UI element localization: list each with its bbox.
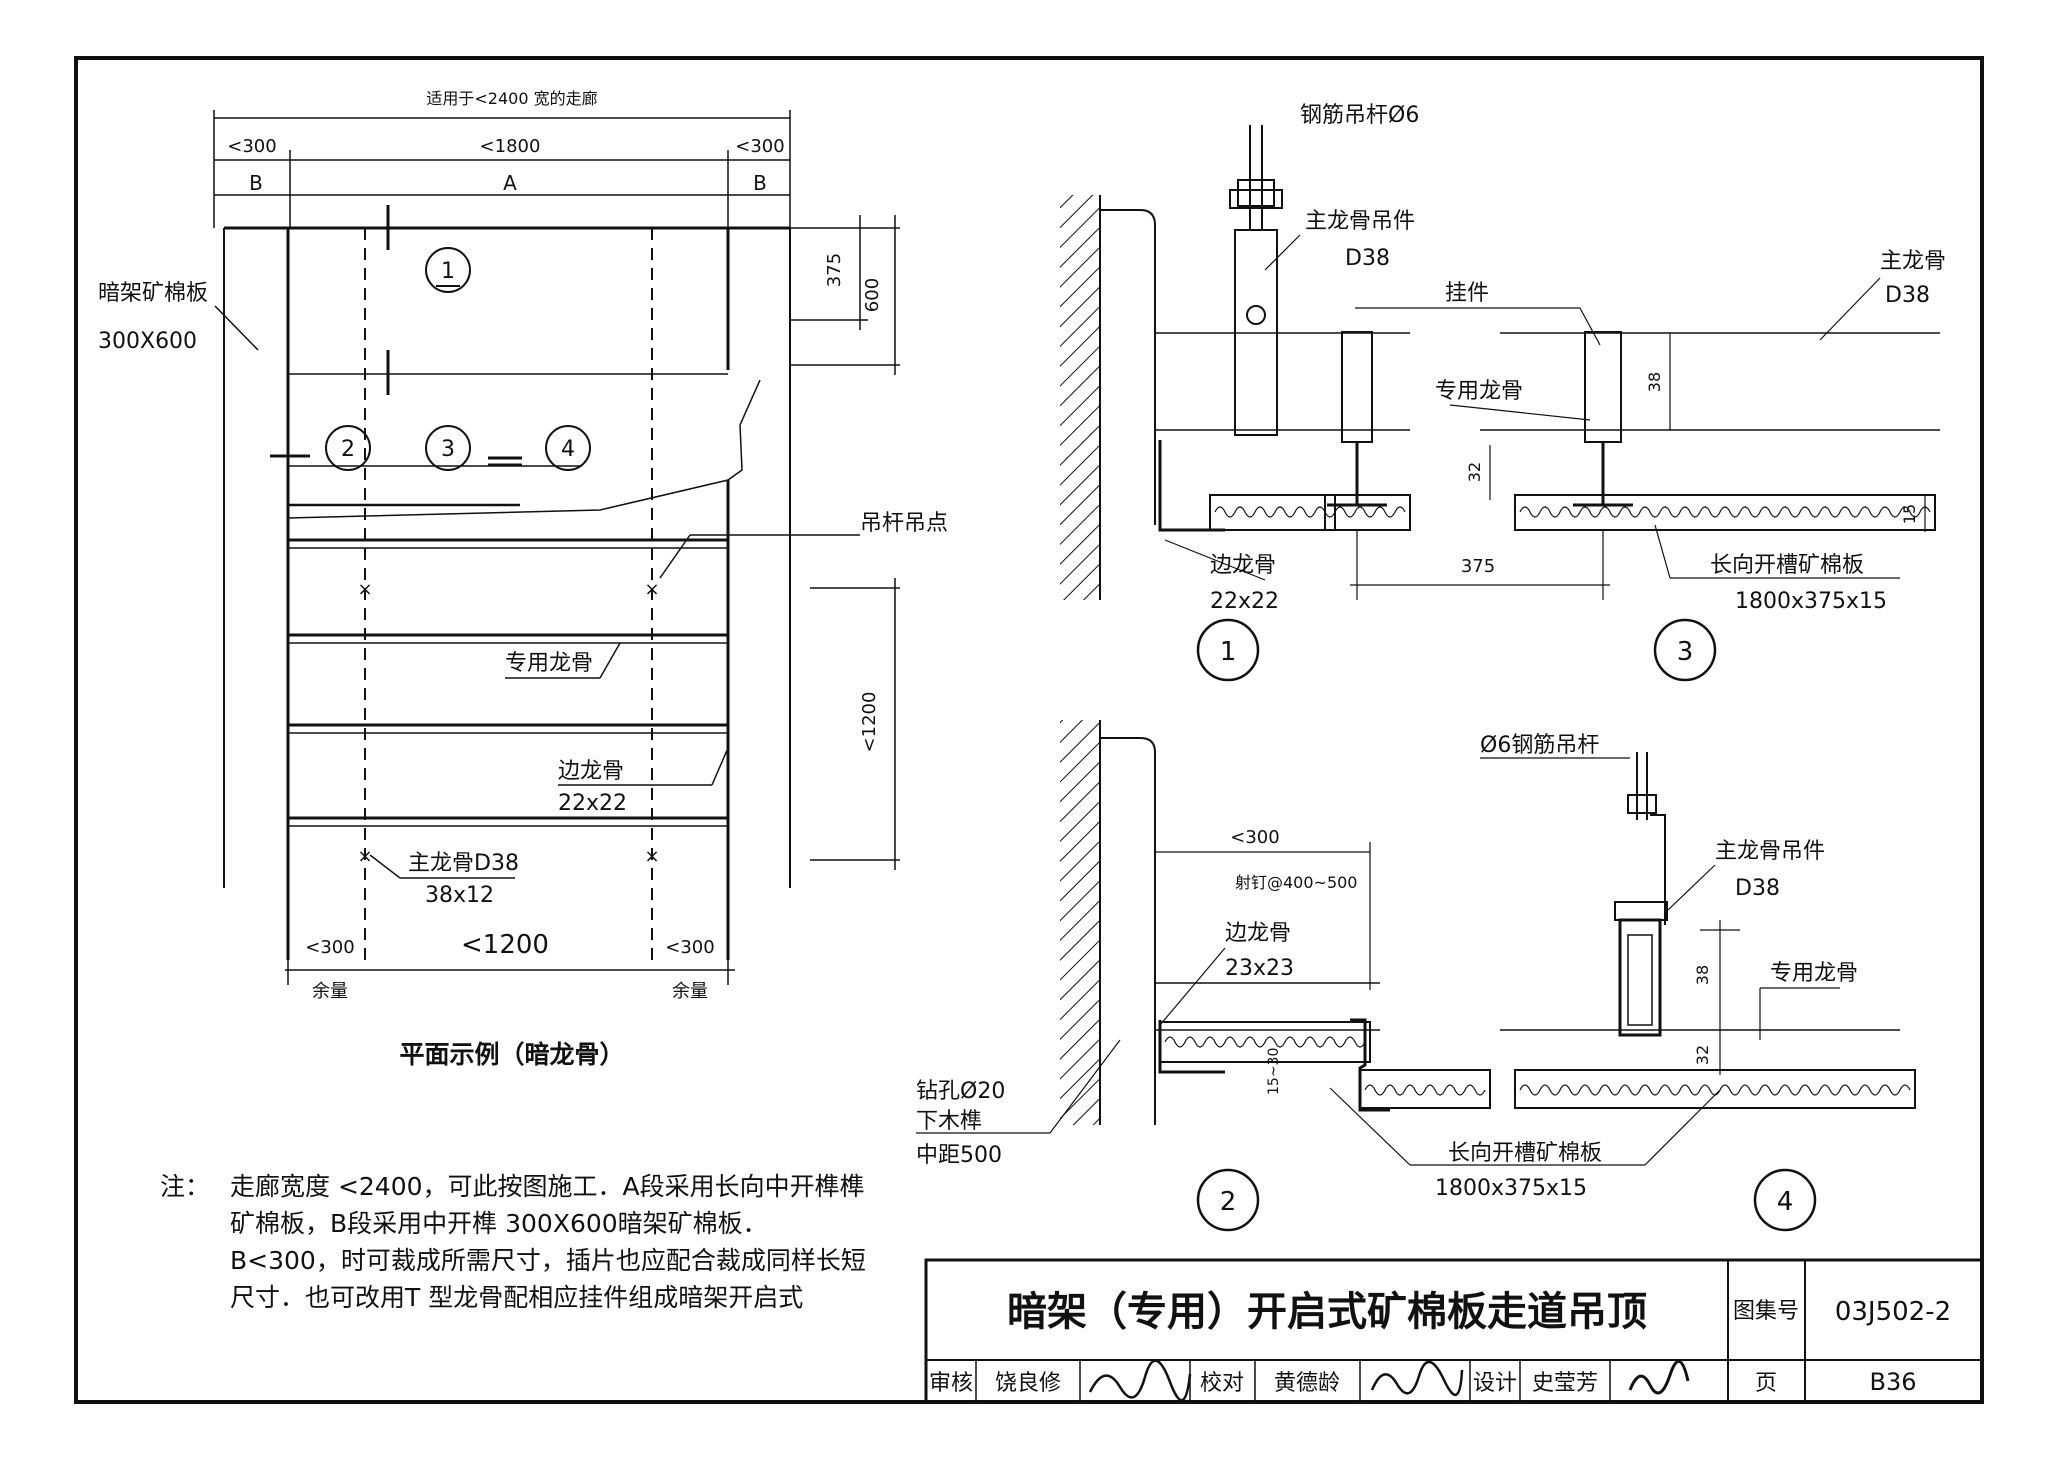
d1-hanger-size: D38 — [1345, 246, 1390, 271]
plan-caption: 平面示例（暗龙骨） — [399, 1040, 624, 1069]
d3-dim-38: 38 — [1645, 372, 1664, 392]
d3-board-size: 1800x375x15 — [1735, 589, 1887, 614]
detail-1-number: 1 — [1220, 637, 1237, 667]
d3-dim-15: 15 — [1900, 504, 1919, 524]
plan-marker-2-label: 2 — [341, 437, 355, 462]
svg-text:×: × — [644, 579, 659, 600]
detail-2-4: <300 射钉@400~500 38 32 边龙骨 23x23 15~30 钻孔… — [916, 720, 1916, 1232]
plan-marker-3-label: 3 — [441, 437, 455, 462]
label-main-keel-size: 38x12 — [425, 883, 494, 908]
dim-600: 600 — [862, 278, 883, 312]
review-label: 审核 — [929, 1371, 973, 1396]
d1-edge-keel: 边龙骨 — [1210, 553, 1276, 578]
d4-dim-32: 32 — [1693, 1045, 1712, 1065]
d2-board-size: 1800x375x15 — [1435, 1176, 1587, 1201]
d1-edge-keel-size: 22x22 — [1210, 589, 1279, 614]
design-label: 设计 — [1473, 1371, 1517, 1396]
d2-nail: 射钉@400~500 — [1235, 873, 1358, 892]
check-signature — [1370, 1360, 1464, 1396]
label-panel-size: 300X600 — [98, 329, 197, 354]
dim-mid: <1800 — [480, 136, 541, 157]
d1-hanger: 主龙骨吊件 — [1305, 209, 1415, 234]
detail-4-number: 4 — [1777, 1187, 1794, 1217]
svg-text:×: × — [644, 846, 659, 867]
d4-hanger-size: D38 — [1735, 876, 1780, 901]
dim-bottom-left: <300 — [305, 937, 354, 958]
d3-main-keel: 主龙骨 — [1880, 249, 1946, 274]
drawing-title: 暗架（专用）开启式矿棉板走道吊顶 — [1007, 1289, 1647, 1335]
review-signature — [1088, 1359, 1192, 1402]
detail-1-3: 375 38 32 15 钢筋吊杆Ø6 主龙骨吊件 D38 挂件 边龙骨 22x… — [1060, 103, 1946, 682]
detail-4-marker — [1753, 1168, 1817, 1232]
d3-board: 长向开槽矿棉板 — [1710, 553, 1864, 578]
review-name: 饶良修 — [995, 1371, 1061, 1396]
yuliang-left: 余量 — [312, 981, 348, 1002]
seg-b1: B — [249, 171, 263, 195]
dim-375: 375 — [824, 253, 845, 287]
dim-bottom-right: <300 — [665, 937, 714, 958]
d2-drill: 钻孔Ø20 — [916, 1079, 1005, 1104]
dim-bottom-mid: <1200 — [461, 930, 549, 960]
svg-text:×: × — [357, 579, 372, 600]
d2-edge-keel: 边龙骨 — [1225, 921, 1291, 946]
d3-special-keel: 专用龙骨 — [1435, 379, 1523, 404]
overall-dim: 适用于<2400 宽的走廊 — [426, 89, 597, 108]
dim-left: <300 — [227, 136, 276, 157]
d4-special-keel: 专用龙骨 — [1770, 961, 1858, 986]
check-name: 黄德龄 — [1274, 1371, 1340, 1396]
design-signature — [1628, 1360, 1690, 1395]
detail-1-marker — [1196, 618, 1260, 682]
label-main-keel: 主龙骨D38 — [408, 851, 519, 876]
note-label: 注： — [160, 1172, 211, 1201]
d1-clip: 挂件 — [1445, 281, 1489, 306]
page-label: 页 — [1755, 1371, 1777, 1396]
plan-marker-4-label: 4 — [561, 437, 575, 462]
plan-marker-4 — [545, 425, 591, 471]
design-name: 史莹芳 — [1532, 1371, 1598, 1396]
d3-main-keel-size: D38 — [1885, 283, 1930, 308]
plan-marker-1 — [425, 247, 471, 293]
plan-marker-1-label: 1 — [441, 259, 455, 284]
check-label: 校对 — [1200, 1371, 1244, 1396]
detail-3-number: 3 — [1677, 637, 1694, 667]
label-panel: 暗架矿棉板 — [98, 281, 208, 306]
d1-dim-375: 375 — [1461, 556, 1495, 577]
page-no: B36 — [1869, 1368, 1916, 1396]
plan-marker-3 — [425, 425, 471, 471]
detail-3-marker — [1653, 618, 1717, 682]
d4-hanger: 主龙骨吊件 — [1715, 839, 1825, 864]
dim-right: <300 — [735, 136, 784, 157]
dim-1200-v: <1200 — [859, 692, 880, 753]
seg-b2: B — [753, 171, 767, 195]
yuliang-right: 余量 — [672, 981, 708, 1002]
plan-marker-2 — [325, 425, 371, 471]
atlas-no: 03J502-2 — [1835, 1297, 1951, 1327]
detail-2-marker — [1196, 1168, 1260, 1232]
d4-dim-38: 38 — [1693, 965, 1712, 985]
atlas-label: 图集号 — [1733, 1299, 1799, 1324]
seg-a: A — [503, 171, 517, 195]
plan-view: 适用于<2400 宽的走廊 <300 <1800 <300 B A B — [98, 89, 948, 1069]
note-text: 走廊宽度 <2400，可此按图施工．A段采用长向中开榫榫矿棉板，B段采用中开榫 … — [230, 1172, 866, 1312]
d2-board: 长向开槽矿棉板 — [1448, 1141, 1602, 1166]
d2-dim-300: <300 — [1230, 827, 1279, 848]
d2-spacing: 中距500 — [916, 1143, 1002, 1168]
d4-rod: Ø6钢筋吊杆 — [1480, 733, 1599, 758]
svg-text:×: × — [357, 846, 372, 867]
detail-2-number: 2 — [1220, 1187, 1237, 1217]
d2-plug: 下木榫 — [916, 1109, 982, 1134]
d3-dim-32: 32 — [1465, 462, 1484, 482]
d2-edge-keel-size: 23x23 — [1225, 956, 1294, 981]
d2-dim-15-30: 15~30 — [1266, 1048, 1282, 1095]
label-edge-keel: 边龙骨 — [558, 759, 624, 784]
label-hanger-point: 吊杆吊点 — [860, 511, 948, 536]
label-special-keel: 专用龙骨 — [505, 651, 593, 676]
title-block: 暗架（专用）开启式矿棉板走道吊顶 图集号 03J502-2 审核 饶良修 校对 … — [924, 1258, 1984, 1404]
d1-rod: 钢筋吊杆Ø6 — [1300, 103, 1419, 128]
label-edge-keel-size: 22x22 — [558, 791, 627, 816]
